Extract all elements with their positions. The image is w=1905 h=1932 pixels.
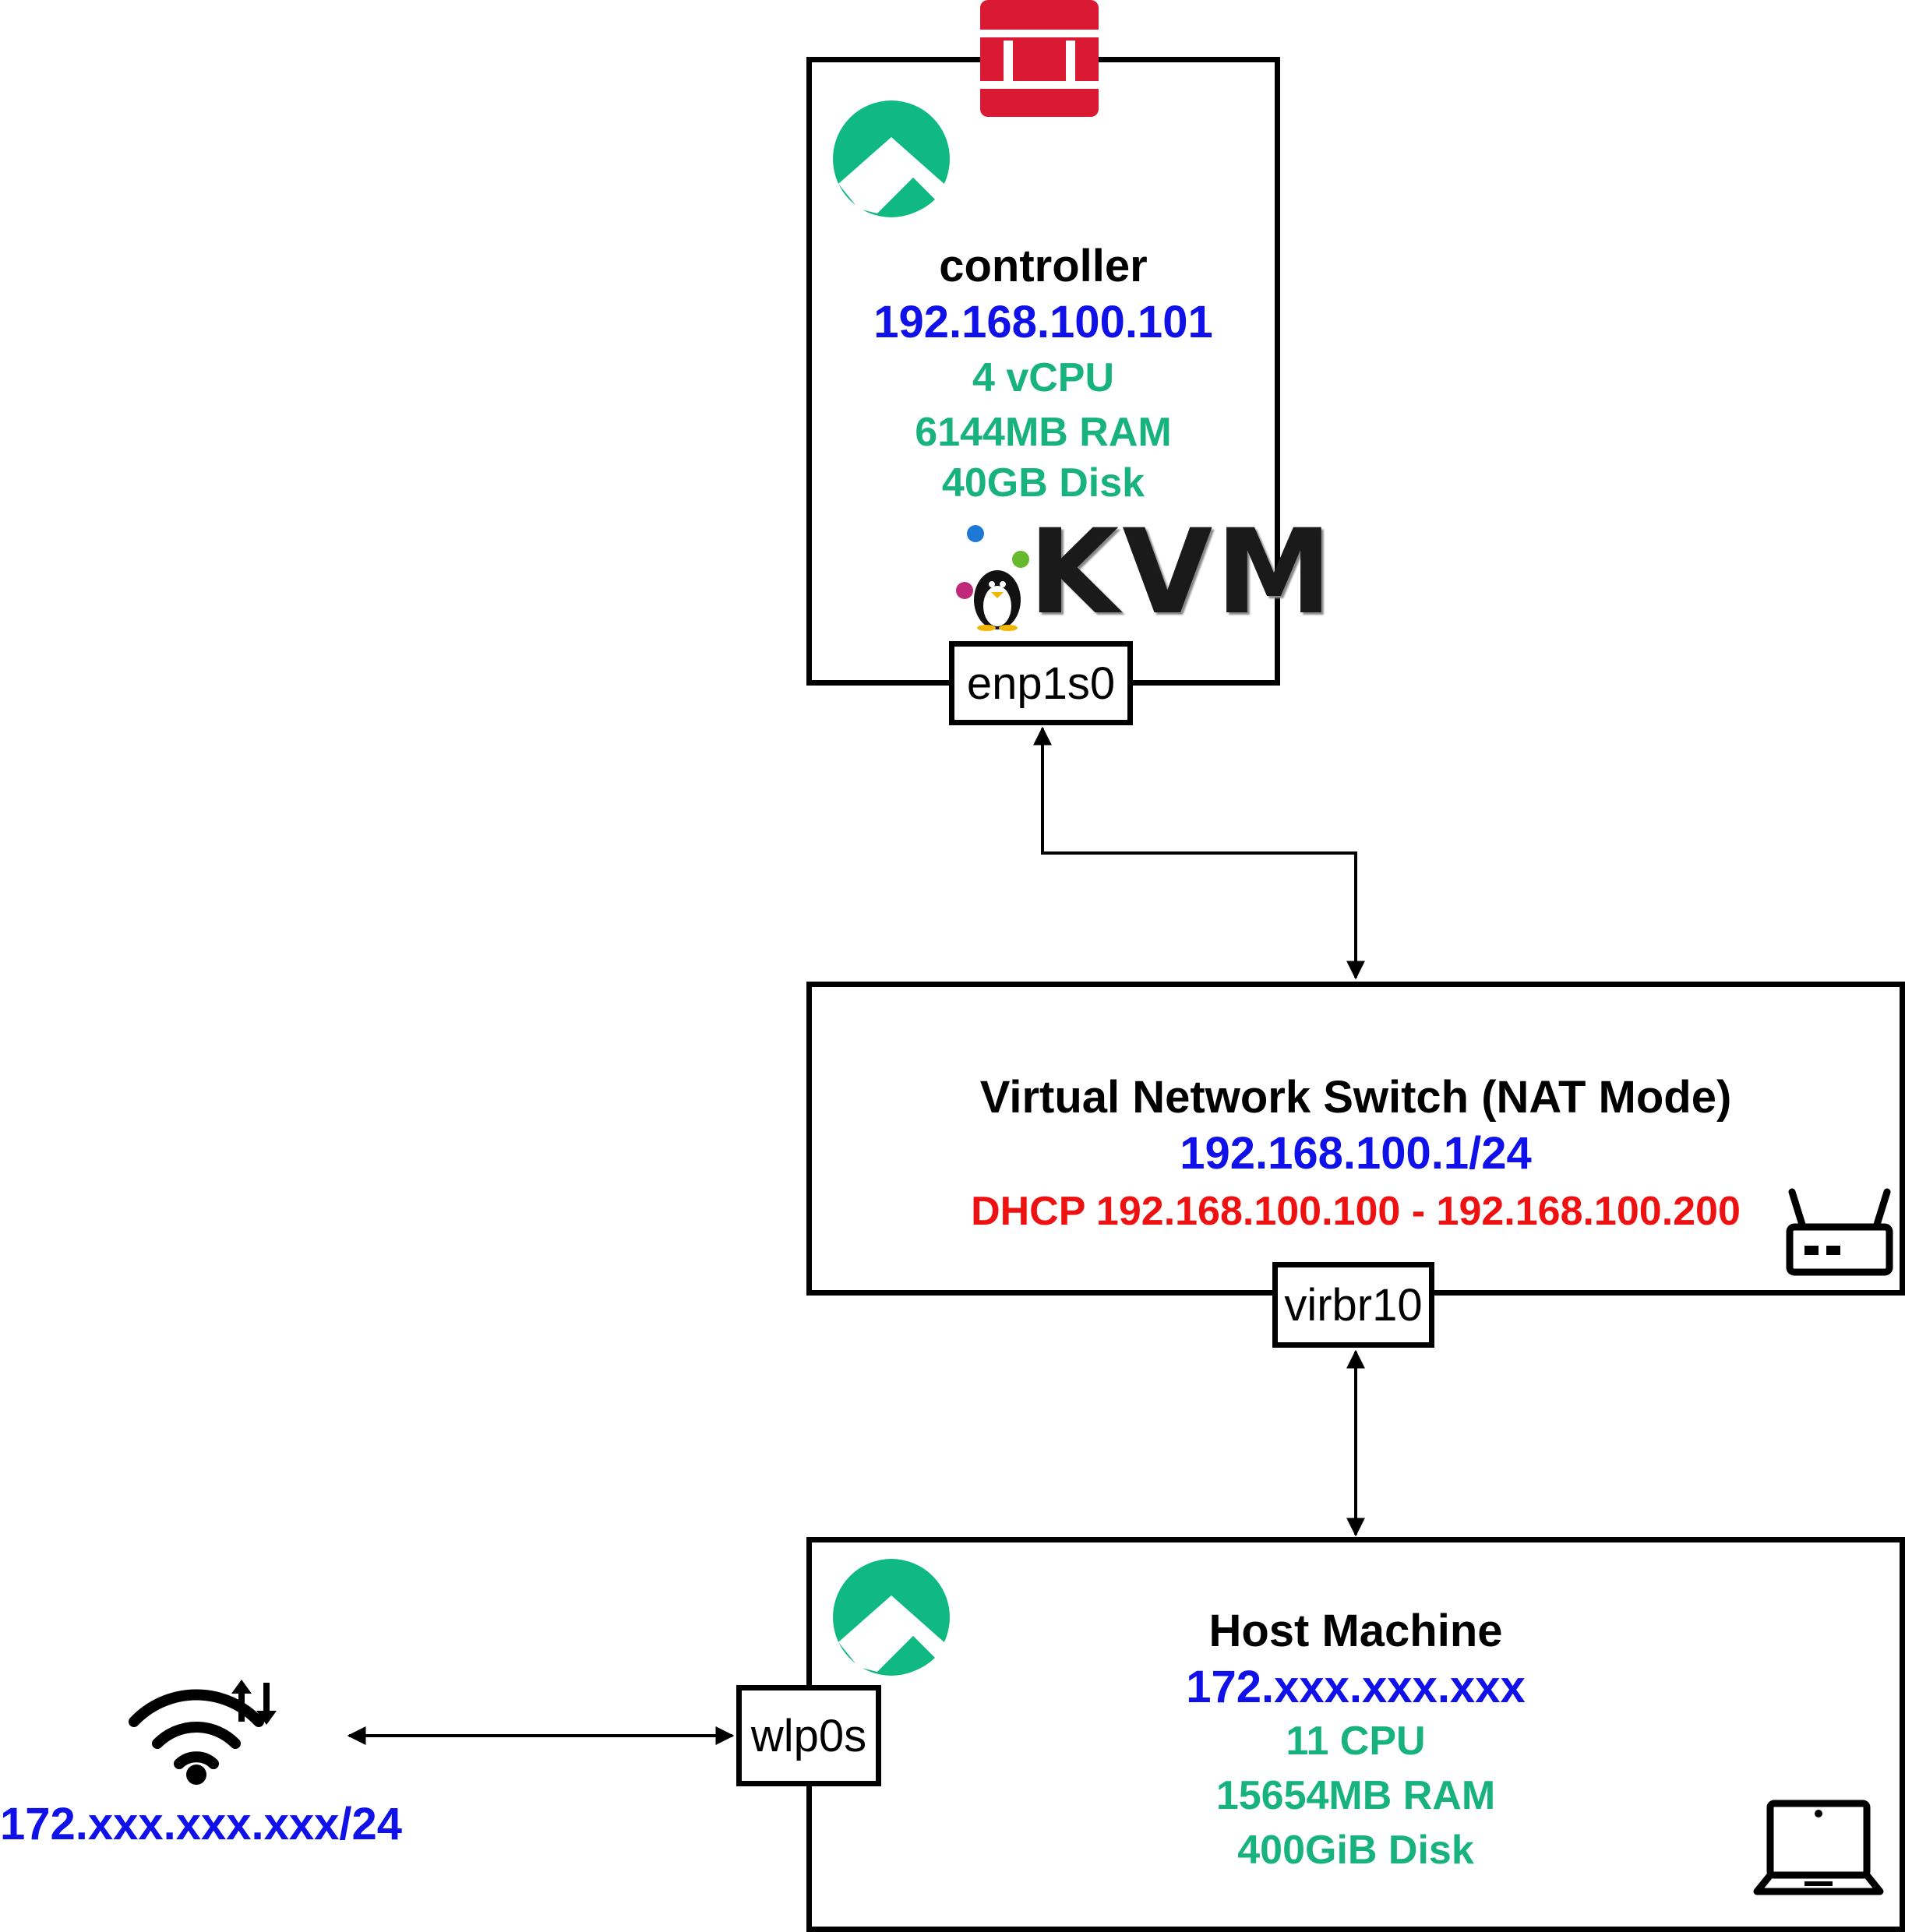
host-ip: 172.xxx.xxx.xxx	[1186, 1662, 1526, 1712]
controller-ip: 192.168.100.101	[873, 297, 1213, 347]
host-port-wlp0s: wlp0s	[736, 1685, 881, 1786]
switch-port-virbr10: virbr10	[1272, 1262, 1434, 1348]
host-title: Host Machine	[1208, 1606, 1503, 1656]
kvm-logo-text: KVM	[1028, 505, 1335, 640]
laptop-icon	[1753, 1800, 1884, 1895]
virtual-switch-node: Virtual Network Switch (NAT Mode) 192.16…	[806, 982, 1905, 1296]
host-disk: 400GiB Disk	[1237, 1828, 1474, 1873]
host-cpu: 11 CPU	[1286, 1719, 1426, 1764]
wifi-network-ip: 172.xxx.xxx.xxx/24	[0, 1799, 403, 1849]
controller-ram: 6144MB RAM	[915, 410, 1172, 455]
controller-title: controller	[939, 241, 1148, 291]
wifi-transfer-icon	[129, 1680, 277, 1785]
rocky-linux-logo-icon	[833, 1559, 950, 1676]
router-icon	[1786, 1188, 1893, 1276]
host-ram: 15654MB RAM	[1215, 1773, 1496, 1818]
kvm-logo-icon	[956, 525, 1029, 631]
controller-switch-link	[1033, 726, 1365, 980]
switch-dhcp-range: DHCP 192.168.100.100 - 192.168.100.200	[971, 1189, 1741, 1234]
controller-port-enp1s0: enp1s0	[949, 641, 1133, 725]
switch-ip: 192.168.100.1/24	[1180, 1128, 1532, 1179]
rocky-linux-logo-icon	[833, 100, 950, 217]
controller-disk: 40GB Disk	[941, 460, 1145, 506]
switch-title: Virtual Network Switch (NAT Mode)	[979, 1072, 1732, 1123]
controller-cpu: 4 vCPU	[972, 355, 1115, 400]
openstack-logo-icon	[980, 0, 1099, 117]
host-machine-node: Host Machine 172.xxx.xxx.xxx 11 CPU 1565…	[806, 1537, 1905, 1932]
